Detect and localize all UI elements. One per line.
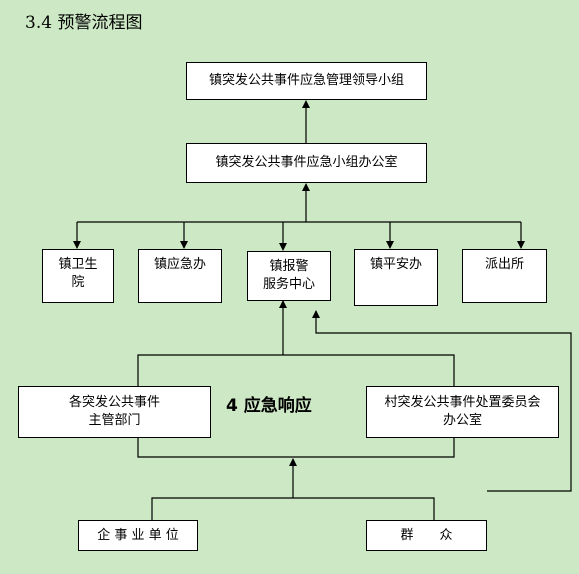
health-center-label-1: 镇卫生 <box>58 257 98 272</box>
emergency-office-label: 镇应急办 <box>153 257 206 272</box>
leading-group-label: 镇突发公共事件应急管理领导小组 <box>208 73 404 88</box>
public-box: 群 众 <box>366 520 487 551</box>
security-office-box: 镇平安办 <box>354 249 438 306</box>
health-center-box: 镇卫生 院 <box>42 249 114 303</box>
leading-group-box: 镇突发公共事件应急管理领导小组 <box>186 62 427 100</box>
enterprises-box: 企 事 业 单 位 <box>78 520 198 551</box>
alarm-center-box: 镇报警 服务中心 <box>247 251 331 301</box>
security-office-label: 镇平安办 <box>369 257 422 272</box>
emergency-office-box: 镇应急办 <box>138 249 222 303</box>
public-label: 群 众 <box>400 527 453 543</box>
emergency-response-label: 4 应急响应 <box>226 396 312 416</box>
departments-box: 各突发公共事件 主管部门 <box>18 386 211 438</box>
response-lower-bracket <box>137 438 455 458</box>
base-bracket <box>151 497 435 520</box>
office-box: 镇突发公共事件应急小组办公室 <box>186 143 427 183</box>
village-committee-label-1: 村突发公共事件处置委员会 <box>384 395 541 410</box>
health-center-label-2: 院 <box>71 275 85 290</box>
response-upper-bracket <box>137 354 455 386</box>
village-committee-label-2: 办公室 <box>442 413 482 428</box>
departments-label-1: 各突发公共事件 <box>68 395 160 410</box>
alarm-center-label-2: 服务中心 <box>262 277 315 292</box>
office-label: 镇突发公共事件应急小组办公室 <box>215 155 398 170</box>
loop-public-to-alarm-center <box>312 310 572 492</box>
police-station-label: 派出所 <box>484 257 524 272</box>
village-committee-box: 村突发公共事件处置委员会 办公室 <box>366 386 559 438</box>
alarm-center-label-1: 镇报警 <box>269 259 309 274</box>
enterprises-label: 企 事 业 单 位 <box>97 527 179 543</box>
police-station-box: 派出所 <box>462 249 547 303</box>
page-title: 3.4 预警流程图 <box>25 13 143 33</box>
departments-label-2: 主管部门 <box>88 413 141 428</box>
